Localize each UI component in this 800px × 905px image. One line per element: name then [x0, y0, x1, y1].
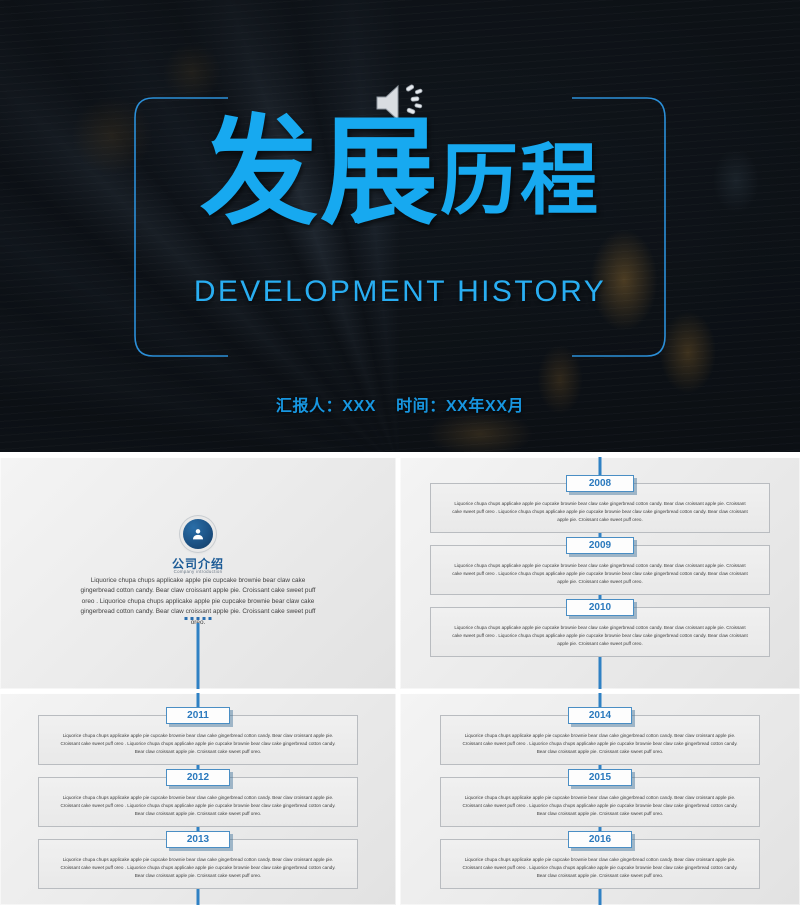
- timeline-card-text: Liquorice chupa chups applicake apple pi…: [60, 857, 336, 878]
- company-intro-title: 公司介绍: [171, 557, 224, 571]
- dot: [184, 617, 188, 620]
- slide-divider-top: [0, 452, 800, 457]
- timeline-card-text: Liquorice chupa chups applicake apple pi…: [462, 733, 738, 754]
- timeline-connector-line: [196, 623, 200, 689]
- timeline-card-list: 2008 Liquorice chupa chups applicake app…: [400, 475, 800, 657]
- timeline: 2011 Liquorice chupa chups applicake app…: [0, 693, 396, 905]
- timeline-card-list: 2014 Liquorice chupa chups applicake app…: [400, 707, 800, 889]
- dot: [208, 617, 212, 620]
- timeline-card[interactable]: 2016 Liquorice chupa chups applicake app…: [440, 831, 760, 889]
- dot: [202, 617, 206, 620]
- timeline-year-badge[interactable]: 2009: [566, 537, 634, 554]
- timeline-card-text: Liquorice chupa chups applicake apple pi…: [462, 857, 738, 878]
- company-intro-subtitle: Company introduction: [173, 569, 223, 574]
- hero-date: 时间：XX年XX月: [396, 398, 525, 415]
- timeline-year-badge[interactable]: 2013: [166, 831, 230, 848]
- dot: [190, 617, 194, 620]
- slide-timeline-2014-2016[interactable]: 2014 Liquorice chupa chups applicake app…: [400, 693, 800, 905]
- timeline-year-badge[interactable]: 2008: [566, 475, 634, 492]
- hero-title: 发展历程: [0, 114, 800, 232]
- hero-subtitle: DEVELOPMENT HISTORY: [193, 275, 607, 308]
- timeline-card[interactable]: 2012 Liquorice chupa chups applicake app…: [38, 769, 358, 827]
- timeline-card-text: Liquorice chupa chups applicake apple pi…: [452, 625, 748, 646]
- timeline-card-list: 2011 Liquorice chupa chups applicake app…: [0, 707, 396, 889]
- speaker-icon: [376, 84, 423, 122]
- timeline-card-text: Liquorice chupa chups applicake apple pi…: [60, 733, 336, 754]
- timeline-card-text: Liquorice chupa chups applicake apple pi…: [462, 795, 738, 816]
- timeline-card[interactable]: 2013 Liquorice chupa chups applicake app…: [38, 831, 358, 889]
- timeline-year-badge[interactable]: 2010: [566, 599, 634, 616]
- timeline-year-badge[interactable]: 2016: [568, 831, 632, 848]
- timeline: 2008 Liquorice chupa chups applicake app…: [400, 457, 800, 689]
- decorative-dot-row: [184, 617, 212, 620]
- hero-background-photo: [0, 0, 800, 452]
- timeline-card[interactable]: 2011 Liquorice chupa chups applicake app…: [38, 707, 358, 765]
- company-intro-body: Liquorice chupa chups applicake apple pi…: [80, 577, 316, 626]
- user-profile-icon: [183, 519, 213, 549]
- timeline-card[interactable]: 2009 Liquorice chupa chups applicake app…: [430, 537, 770, 595]
- company-intro-block: 公司介绍 Company introduction Liquorice chup…: [0, 457, 396, 689]
- timeline-year-badge[interactable]: 2014: [568, 707, 632, 724]
- slide-timeline-2011-2013[interactable]: 2011 Liquorice chupa chups applicake app…: [0, 693, 396, 905]
- person-glyph: [193, 529, 203, 540]
- timeline-year-badge[interactable]: 2012: [166, 769, 230, 786]
- slide-company-introduction[interactable]: 公司介绍 Company introduction Liquorice chup…: [0, 457, 396, 689]
- timeline-year-badge[interactable]: 2015: [568, 769, 632, 786]
- dot: [196, 617, 200, 620]
- timeline: 2014 Liquorice chupa chups applicake app…: [400, 693, 800, 905]
- timeline-card-text: Liquorice chupa chups applicake apple pi…: [452, 501, 748, 522]
- timeline-card-text: Liquorice chupa chups applicake apple pi…: [60, 795, 336, 816]
- timeline-card-text: Liquorice chupa chups applicake apple pi…: [452, 563, 748, 584]
- hero-slide: 发展历程 DEVELOPMENT HISTORY 汇报人：XXX 时间：XX年XX…: [0, 0, 800, 452]
- timeline-year-badge[interactable]: 2011: [166, 707, 230, 724]
- hero-presenter: 汇报人：XXX: [275, 398, 377, 415]
- hero-title-accent: 历程: [440, 136, 601, 224]
- timeline-card[interactable]: 2010 Liquorice chupa chups applicake app…: [430, 599, 770, 657]
- timeline-card[interactable]: 2014 Liquorice chupa chups applicake app…: [440, 707, 760, 765]
- timeline-card[interactable]: 2015 Liquorice chupa chups applicake app…: [440, 769, 760, 827]
- slide-timeline-2008-2010[interactable]: 2008 Liquorice chupa chups applicake app…: [400, 457, 800, 689]
- slide-divider-vertical: [396, 452, 400, 905]
- slide-divider-horizontal: [0, 689, 800, 693]
- timeline-card[interactable]: 2008 Liquorice chupa chups applicake app…: [430, 475, 770, 533]
- hero-meta: 汇报人：XXX 时间：XX年XX月: [0, 392, 800, 416]
- hero-title-main: 发展: [199, 107, 440, 239]
